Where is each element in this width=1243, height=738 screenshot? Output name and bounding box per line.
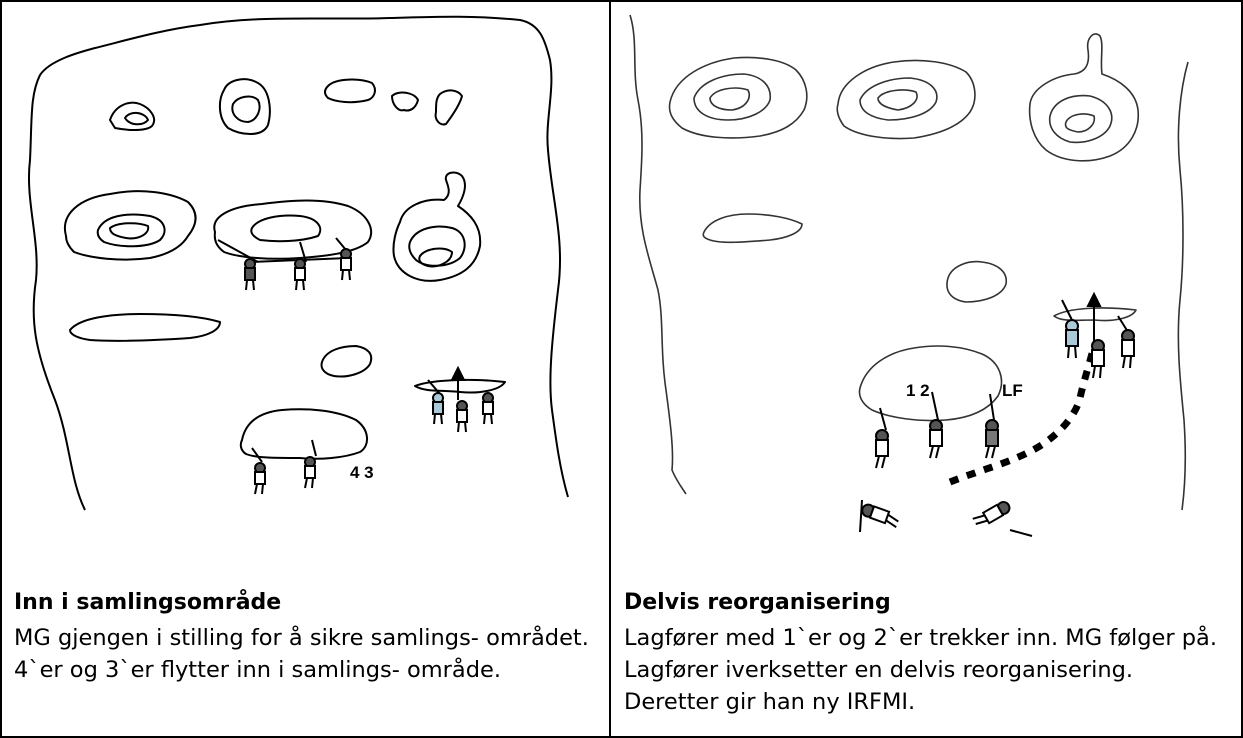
soldier-group-mg — [217, 237, 352, 291]
hill-left — [63, 190, 197, 261]
soldier-group-prone — [859, 499, 1033, 537]
hill-center — [213, 199, 373, 260]
terrain-boundary-right — [1177, 61, 1189, 511]
soldier — [1065, 319, 1079, 359]
label-lf: LF — [1002, 381, 1023, 400]
hill-center-right — [858, 345, 1003, 422]
soldier — [304, 456, 316, 489]
soldier-group-mg-right — [1061, 291, 1135, 379]
terrain-sketch-left: 4 3 — [27, 15, 569, 511]
soldier-group-12-lf — [875, 391, 999, 469]
soldier — [1091, 339, 1105, 379]
caption-title: Inn i samlingsområde — [14, 590, 282, 615]
hill-1 — [668, 56, 808, 139]
hill-bottom — [239, 408, 368, 460]
soldier — [861, 503, 899, 529]
label-4-3: 4 3 — [350, 463, 374, 482]
soldier — [929, 419, 943, 459]
small-hill — [218, 78, 271, 135]
caption-body: MG gjengen i stilling for å sikre samlin… — [14, 625, 589, 683]
label-1-2: 1 2 — [906, 381, 930, 400]
soldier — [985, 419, 999, 459]
hill-2 — [836, 59, 976, 140]
caption-left: Inn i samlingsområde MG gjengen i stilli… — [14, 588, 609, 686]
soldier — [254, 462, 266, 495]
soldier — [244, 258, 256, 291]
soldier — [972, 501, 1011, 525]
soldier — [456, 400, 468, 433]
soldier — [294, 258, 306, 291]
terrain-sketch-right: 1 2 LF — [629, 14, 1189, 537]
panel-left: 4 3 Inn i samlingsområde MG gjengen i st… — [0, 0, 610, 738]
hill-3 — [1028, 33, 1139, 162]
movement-path — [948, 345, 1098, 486]
panel-right: 1 2 LF Delvis reorganisering Lagfører me… — [610, 0, 1243, 738]
hill-right — [392, 171, 482, 282]
soldier — [482, 392, 494, 425]
terrain-boundary — [27, 15, 569, 511]
caption-title: Delvis reorganisering — [624, 590, 891, 615]
caption-body: Lagfører med 1`er og 2`er trekker inn. M… — [624, 625, 1217, 715]
soldier — [1121, 329, 1135, 369]
soldier-group-arrow — [427, 365, 494, 433]
soldier — [875, 429, 889, 469]
soldier — [340, 248, 352, 281]
soldier-group-43 — [251, 439, 317, 495]
soldier — [432, 392, 444, 425]
terrain-boundary-left — [629, 14, 687, 495]
caption-right: Delvis reorganisering Lagfører med 1`er … — [624, 588, 1219, 718]
